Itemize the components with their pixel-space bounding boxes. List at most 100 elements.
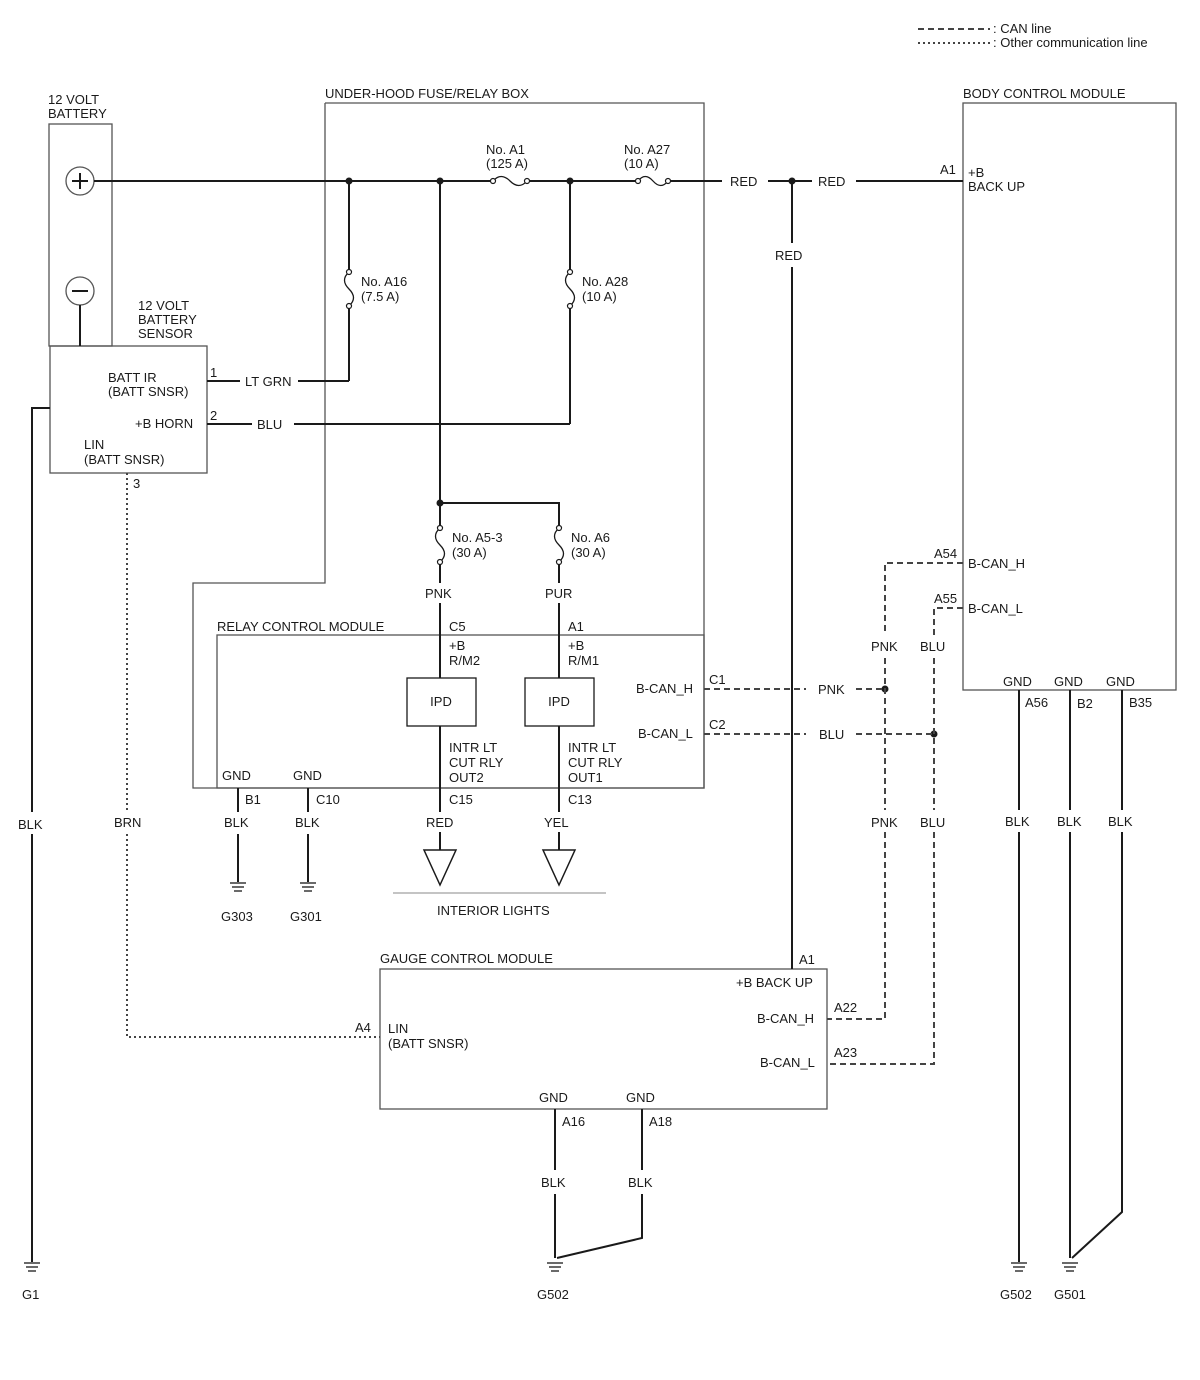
rcm-gnd-2: GND [293, 768, 322, 783]
rcm-pin-c10: C10 [316, 792, 340, 807]
fuse-box-title: UNDER-HOOD FUSE/RELAY BOX [325, 86, 529, 101]
interior-lights: INTERIOR LIGHTS [393, 849, 606, 918]
wire-label-blk: BLK [18, 817, 43, 832]
rcm-b-m1-sub: R/M1 [568, 653, 599, 668]
gauge-control-module: GAUGE CONTROL MODULE A1 +B BACK UP A22 B… [355, 951, 857, 1129]
fuse-a16-icon [343, 268, 355, 310]
ground-g502-bcm-icon [1011, 1262, 1027, 1272]
fuse-a28-rating: (10 A) [582, 289, 617, 304]
rcm-out2-2: CUT RLY [449, 755, 504, 770]
wire-a6-feed [440, 502, 560, 528]
can-lines [704, 562, 963, 1065]
ground-label-g502: G502 [1000, 1287, 1032, 1302]
bcm-gnd-2: GND [1054, 674, 1083, 689]
bcm-can-l: B-CAN_L [968, 601, 1023, 616]
can-h-gcm [827, 832, 886, 1020]
wire-label-blk: BLK [224, 815, 249, 830]
ground-label-g502: G502 [537, 1287, 569, 1302]
legend: : CAN line : Other communication line [918, 21, 1148, 50]
ground-g501-icon [1062, 1262, 1078, 1272]
bcm-can-h: B-CAN_H [968, 556, 1025, 571]
wire-label-blk: BLK [295, 815, 320, 830]
fuse-a16-rating: (7.5 A) [361, 289, 399, 304]
wire-label-pnk: PNK [871, 815, 898, 830]
rcm-pin-c5: C5 [449, 619, 466, 634]
fuses: No. A1 (125 A) No. A27 (10 A) No. A16 (7… [343, 142, 672, 566]
ground-g502-gcm-icon [547, 1262, 563, 1272]
wire-label-pnk: PNK [871, 639, 898, 654]
rcm-b-m2: +B [449, 638, 465, 653]
bcm-pin-b2: B2 [1077, 696, 1093, 711]
junction-dot [788, 177, 796, 185]
rcm-out1-3: OUT1 [568, 770, 603, 785]
wire-label-blu: BLU [920, 815, 945, 830]
battery-sensor-box [49, 345, 208, 474]
gcm-pin-a1: A1 [799, 952, 815, 967]
fuse-a6-icon [553, 524, 565, 566]
wire-label-pnk: PNK [818, 682, 845, 697]
g1-wire-top [31, 407, 50, 812]
sensor-title-1: 12 VOLT [138, 298, 189, 313]
rcm-out2-1: INTR LT [449, 740, 497, 755]
wire-label-red: RED [426, 815, 453, 830]
wire-label-red: RED [818, 174, 845, 189]
ground-label-g1: G1 [22, 1287, 39, 1302]
wire-labels: RED RED RED LT GRN BLU PNK PUR RED YEL B… [18, 174, 1133, 1190]
sensor-title-3: SENSOR [138, 326, 193, 341]
bcm-pin-b35: B35 [1129, 695, 1152, 710]
ground-label-g303: G303 [221, 909, 253, 924]
gcm-lin: LIN [388, 1021, 408, 1036]
gcm-pin-a16: A16 [562, 1114, 585, 1129]
rcm-pin-c1: C1 [709, 672, 726, 687]
bcm-title: BODY CONTROL MODULE [963, 86, 1126, 101]
gcm-b-backup: +B BACK UP [736, 975, 813, 990]
wire-label-red: RED [730, 174, 757, 189]
fuse-a28-icon [564, 268, 576, 310]
ipd-2-label: IPD [430, 694, 452, 709]
battery-title-1: 12 VOLT [48, 92, 99, 107]
rcm-gnd-1: GND [222, 768, 251, 783]
sensor-batt-ir-sub: (BATT SNSR) [108, 384, 188, 399]
bcm-pin-a54: A54 [934, 546, 957, 561]
wire-label-blk: BLK [1108, 814, 1133, 829]
bcm-gnd-1: GND [1003, 674, 1032, 689]
wire-label-pur: PUR [545, 586, 572, 601]
fuse-a5-3-label: No. A5-3 [452, 530, 503, 545]
fuse-a1-label: No. A1 [486, 142, 525, 157]
lamp-icon [541, 849, 577, 887]
ground-g303-icon [230, 882, 246, 892]
rcm-box [216, 634, 705, 789]
rcm-pin-b1: B1 [245, 792, 261, 807]
fuse-a5-3-rating: (30 A) [452, 545, 487, 560]
rcm-pin-a1: A1 [568, 619, 584, 634]
ground-g1-icon [24, 1262, 40, 1272]
can-l-bcm [933, 607, 963, 635]
relay-control-module: RELAY CONTROL MODULE C5 A1 +B R/M2 +B R/… [216, 619, 726, 807]
lamp-icon [422, 849, 458, 887]
rcm-b-m1: +B [568, 638, 584, 653]
bcm-pin-a1: A1 [940, 162, 956, 177]
ground-label-g501: G501 [1054, 1287, 1086, 1302]
sensor-pin-2: 2 [210, 408, 217, 423]
ground-wires [31, 407, 1123, 1262]
battery-sensor: 12 VOLT BATTERY SENSOR BATT IR (BATT SNS… [49, 298, 217, 491]
wire-label-blk: BLK [1057, 814, 1082, 829]
ground-symbols: G1 G303 G301 G502 G502 G501 [22, 882, 1086, 1302]
rcm-pin-c15: C15 [449, 792, 473, 807]
sensor-lin: LIN [84, 437, 104, 452]
rcm-out1-1: INTR LT [568, 740, 616, 755]
lin-wire-bottom [126, 834, 380, 1038]
battery-positive-icon [65, 166, 95, 196]
sensor-title-2: BATTERY [138, 312, 197, 327]
lin-line [126, 473, 380, 1038]
legend-can-label: : CAN line [993, 21, 1052, 36]
gcm-gnd-2: GND [626, 1090, 655, 1105]
legend-other-label: : Other communication line [993, 35, 1148, 50]
wire-label-yel: YEL [544, 815, 569, 830]
ipd-1-box [524, 677, 595, 727]
ground-g301-icon [300, 882, 316, 892]
rcm-b-m2-sub: R/M2 [449, 653, 480, 668]
fuse-box-outline [192, 102, 705, 789]
gcm-box [379, 968, 828, 1110]
